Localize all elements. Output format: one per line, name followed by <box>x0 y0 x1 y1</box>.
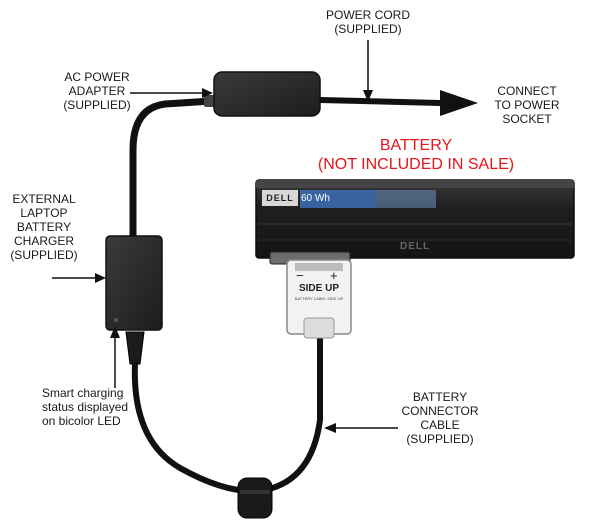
battery-label-strip <box>300 190 376 208</box>
battery-connector-pins <box>295 263 343 271</box>
battery-top-rail <box>256 180 574 188</box>
battery-title-line-1: BATTERY <box>379 137 453 154</box>
battery-side-logo: DELL <box>400 241 431 252</box>
connect-socket-label: CONNECT TO POWER SOCKET <box>484 84 570 126</box>
external-charger-label: EXTERNAL LAPTOP BATTERY CHARGER (SUPPLIE… <box>4 192 84 262</box>
ferrite-choke <box>237 477 273 519</box>
socket-arrow-icon <box>440 90 478 116</box>
battery-label-strip-2 <box>376 190 436 208</box>
charger-strain-relief <box>125 331 145 365</box>
connector-cable-label-line-3: CABLE <box>420 418 460 432</box>
ac-adapter-label-line-2: ADAPTER <box>68 84 126 98</box>
smart-charging-label: Smart charging status displayed on bicol… <box>42 386 142 428</box>
adapter-plug <box>204 95 216 107</box>
ferrite-choke-band <box>240 490 270 494</box>
connector-cable-label-line-4: (SUPPLIED) <box>406 432 474 446</box>
battery-capacity: 60 Wh <box>301 193 330 204</box>
ac-adapter-label: AC POWER ADAPTER (SUPPLIED) <box>52 70 142 112</box>
connector-cable-label: BATTERY CONNECTOR CABLE (SUPPLIED) <box>398 390 482 446</box>
ac-adapter-label-line-3: (SUPPLIED) <box>63 98 131 112</box>
power-cord-label-line-2: (SUPPLIED) <box>334 22 402 36</box>
battery-title-label: BATTERY (NOT INCLUDED IN SALE) <box>310 136 522 174</box>
smart-charging-label-line-1: Smart charging <box>42 386 124 400</box>
ac-adapter-body <box>213 71 321 117</box>
connect-socket-label-line-1: CONNECT <box>497 84 557 98</box>
connector-side-up: SIDE UP <box>298 283 339 294</box>
charger-to-battery-cable <box>131 333 323 495</box>
external-charger-label-line-5: (SUPPLIED) <box>10 248 78 262</box>
connector-minus-sign: − <box>296 268 304 283</box>
connector-cable-label-line-2: CONNECTOR <box>401 404 479 418</box>
battery-brand-logo: DELL <box>262 190 298 206</box>
smart-charging-label-line-2: status displayed <box>42 400 129 414</box>
bicolor-led-icon <box>114 318 118 322</box>
smart-charging-label-line-3: on bicolor LED <box>42 414 121 428</box>
external-charger-label-line-1: EXTERNAL <box>12 192 76 206</box>
connector-side-up-note: BATTERY LABEL SIDE UP <box>294 296 344 301</box>
ac-adapter-label-line-1: AC POWER <box>64 70 130 84</box>
external-charger-label-line-3: BATTERY <box>16 220 72 234</box>
power-cord-label: POWER CORD (SUPPLIED) <box>322 8 414 36</box>
power-cord-label-line-1: POWER CORD <box>326 8 410 22</box>
adapter-to-charger-cable <box>129 97 216 240</box>
connect-socket-label-line-2: TO POWER <box>494 98 560 112</box>
connector-cable-label-line-1: BATTERY <box>412 390 468 404</box>
battery-connector-boot <box>303 317 335 339</box>
connect-socket-label-line-3: SOCKET <box>502 112 552 126</box>
power-cord-cable <box>317 97 443 106</box>
connector-plus-sign: + <box>330 268 338 283</box>
external-charger-body <box>105 235 163 331</box>
battery-title-line-2: (NOT INCLUDED IN SALE) <box>317 156 515 173</box>
external-charger-label-line-4: CHARGER <box>13 234 74 248</box>
external-charger-label-line-2: LAPTOP <box>20 206 68 220</box>
